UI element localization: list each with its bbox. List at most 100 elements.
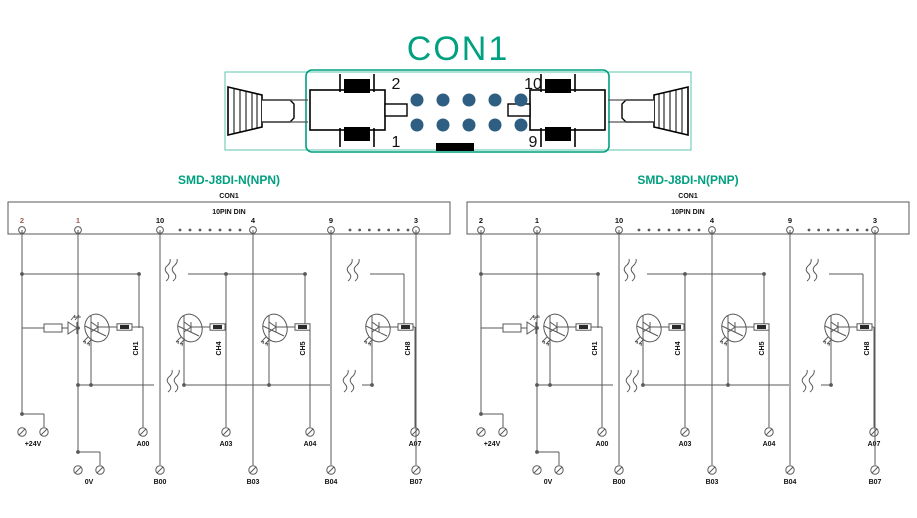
squiggle-a (346, 258, 353, 282)
channel-label-CH8: CH8 (405, 341, 412, 355)
terminal-slash (18, 428, 26, 436)
opto-diag (636, 325, 659, 337)
pin-label-3: 3 (873, 216, 877, 225)
terminal-slash (477, 428, 485, 436)
terminal-label-B04: B04 (325, 479, 338, 486)
terminal-B03 (707, 465, 717, 475)
terminal-label-A07: A07 (868, 441, 881, 448)
pin-label-9: 9 (329, 216, 333, 225)
squiggle-a (166, 369, 173, 393)
terminal-A03 (221, 427, 231, 437)
ellipsis-dot-group-0 (208, 228, 212, 232)
r-band (579, 325, 588, 329)
terminal-A04 (764, 427, 774, 437)
terminal-slash (249, 466, 257, 474)
channel-label-CH8: CH8 (864, 341, 871, 355)
terminal-B00 (614, 465, 624, 475)
opto-led (183, 321, 192, 333)
terminal-slash (786, 466, 794, 474)
optocoupler-CH1 (82, 313, 110, 347)
opto-arrow-2 (179, 338, 186, 347)
channel-label-CH4: CH4 (216, 341, 223, 355)
terminal-A04 (305, 427, 315, 437)
terminal-slash (870, 428, 878, 436)
ellipsis-dot-group-0 (218, 228, 222, 232)
ellipsis-dot-group-1 (807, 228, 811, 232)
terminal-slash (327, 466, 335, 474)
cable-strain-relief-left (227, 85, 308, 137)
ellipsis-dot-group-1 (817, 228, 821, 232)
junction-zerov (76, 450, 80, 454)
ellipsis-dot-group-0 (697, 228, 701, 232)
terminal-label-A04: A04 (763, 441, 776, 448)
ellipsis-dot-group-1 (387, 228, 391, 232)
opto-led (268, 321, 277, 333)
opto-arrow-2 (638, 338, 645, 347)
connector-pin-label-2: 2 (392, 76, 401, 93)
channel-label-CH5: CH5 (759, 341, 766, 355)
optocoupler-CH8 (363, 313, 391, 347)
opto-diag (543, 325, 566, 337)
terminal-slash (96, 466, 104, 474)
opto-led (371, 321, 380, 333)
series-resistor-CH4 (668, 323, 685, 331)
terminal-A00 (597, 427, 607, 437)
terminal-slash (555, 466, 563, 474)
squiggle-b (630, 258, 637, 282)
pin-label-10: 10 (615, 216, 623, 225)
ellipsis-dot-group-1 (855, 228, 859, 232)
terminal-slash (222, 428, 230, 436)
schematic-title: SMD-J8DI-N(NPN) (178, 173, 280, 187)
lower-bus-break-2 (801, 369, 815, 393)
squiggle-b (349, 369, 356, 393)
squiggle-b (812, 258, 819, 282)
series-resistor-CH4 (209, 323, 226, 331)
opto-diag (721, 325, 744, 337)
connector-outline (7, 201, 451, 235)
series-resistor-CH1 (575, 323, 592, 331)
opto-diag (84, 325, 107, 337)
connector-outline (466, 201, 910, 235)
squiggle-a (625, 369, 632, 393)
led-arrow-1 (529, 314, 537, 321)
ellipsis-dot-group-0 (687, 228, 691, 232)
optocoupler-CH1 (541, 313, 569, 347)
connector-shell-left (309, 74, 408, 147)
terminal-label-B00: B00 (154, 479, 167, 486)
opto-arrow-1 (719, 336, 726, 345)
r-band (672, 325, 681, 329)
terminal-label-B04: B04 (784, 479, 797, 486)
optocoupler-CH8 (822, 313, 850, 347)
terminal-label-B07: B07 (410, 479, 423, 486)
ellipsis-dot-group-0 (198, 228, 202, 232)
terminal-label-A00: A00 (596, 441, 609, 448)
pin-label-4: 4 (710, 216, 715, 225)
connector-body-box (305, 69, 610, 153)
terminal-slash (681, 428, 689, 436)
terminal-B03 (248, 465, 258, 475)
power-label-zerov: 0V (85, 479, 94, 486)
connector-pin-array (410, 93, 528, 132)
screw-block-top-left (344, 79, 370, 93)
indicator-led (526, 314, 541, 335)
squiggle-b (173, 369, 180, 393)
series-resistor-CH1 (116, 323, 133, 331)
opto-led (727, 321, 736, 333)
screw-block-bottom-left (344, 127, 370, 141)
opto-arrow-1 (634, 336, 641, 345)
opto-led (642, 321, 651, 333)
opto-led (90, 321, 99, 333)
ellipsis-dot-group-1 (846, 228, 850, 232)
pin-label-3: 3 (414, 216, 418, 225)
squiggle-b (808, 369, 815, 393)
terminal-slash (615, 466, 623, 474)
terminal-label-B07: B07 (869, 479, 882, 486)
terminal-slash (411, 428, 419, 436)
terminal-slash (499, 428, 507, 436)
ellipsis-dot-group-1 (865, 228, 869, 232)
terminal-slash (533, 466, 541, 474)
ellipsis-dot-group-0 (677, 228, 681, 232)
optocoupler-CH4 (634, 313, 662, 347)
terminal-B07 (411, 465, 421, 475)
